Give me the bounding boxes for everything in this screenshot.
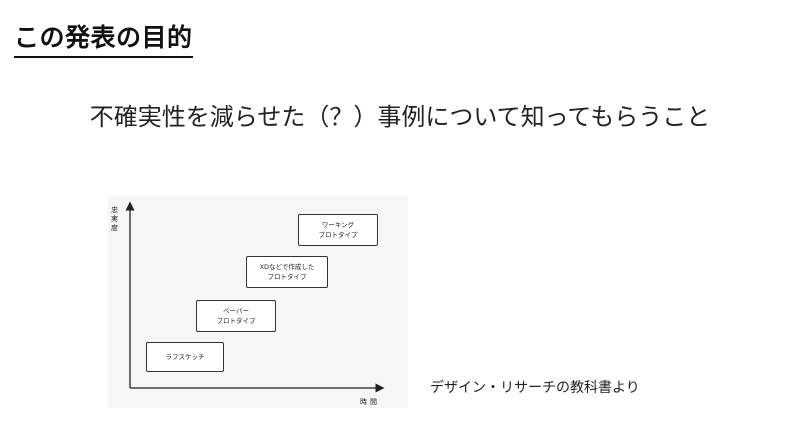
source-caption: デザイン・リサーチの教科書より bbox=[430, 380, 640, 396]
stage-label-line1: ラフスケッチ bbox=[165, 353, 205, 361]
slide-title: この発表の目的 bbox=[14, 22, 193, 58]
stage-label-line1: XDなどで作成した bbox=[259, 263, 315, 271]
stage-rough-sketch: ラフスケッチ bbox=[146, 342, 224, 372]
slide-subtitle: 不確実性を減らせた（？）事例について知ってもらうこと bbox=[89, 103, 711, 131]
stage-label-line1: ワーキング bbox=[321, 221, 355, 229]
stage-label-line2: プロトタイプ bbox=[216, 317, 256, 325]
x-axis-label: 時間 bbox=[360, 398, 380, 406]
stage-label-line2: プロトタイプ bbox=[318, 231, 358, 239]
stage-xd-prototype: XDなどで作成した プロトタイプ bbox=[246, 256, 328, 288]
y-axis-label: 忠実度 bbox=[111, 206, 119, 232]
stage-paper-prototype: ペーパー プロトタイプ bbox=[196, 300, 276, 332]
stage-working-prototype: ワーキング プロトタイプ bbox=[298, 214, 378, 246]
stage-label-line2: プロトタイプ bbox=[267, 273, 307, 281]
diagram-axes bbox=[125, 201, 385, 393]
fidelity-diagram: 忠実度 時間 ラフスケッチ ペーパー プロトタイプ XDなどで作成した プロトタ… bbox=[108, 196, 408, 408]
stage-label-line1: ペーパー bbox=[223, 307, 249, 315]
